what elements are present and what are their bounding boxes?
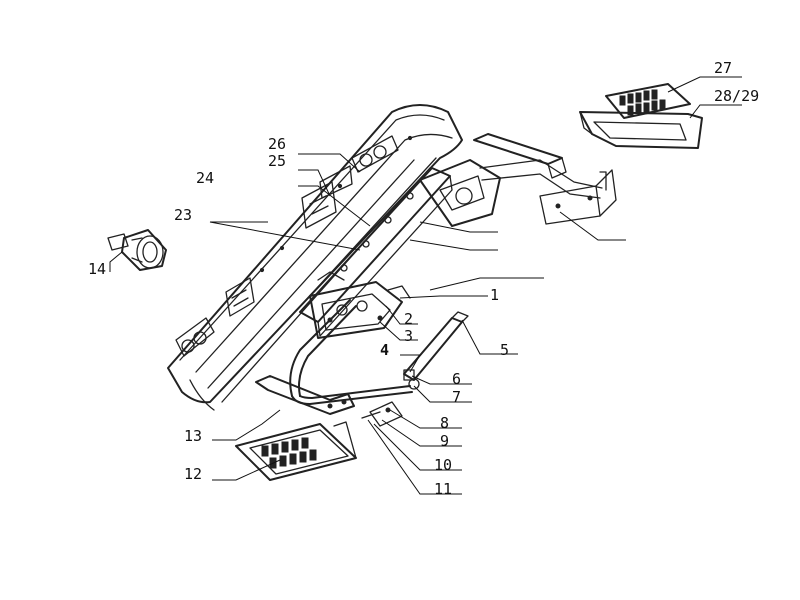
callout-1: 1 xyxy=(490,286,499,304)
callout-6: 6 xyxy=(452,370,461,388)
callout-24: 28/29 xyxy=(714,87,759,105)
callout-4: 4 xyxy=(380,341,389,359)
callout-12: 12 xyxy=(184,465,202,483)
callout-13: 13 xyxy=(184,427,202,445)
callout-23: 27 xyxy=(714,59,732,77)
step-plate-upper xyxy=(605,83,691,119)
callout-2: 2 xyxy=(404,310,413,328)
callout-15-16-17: 23 xyxy=(174,206,192,224)
step-plate-lower xyxy=(235,421,357,481)
tow-bar xyxy=(255,271,469,427)
fog-lamp xyxy=(107,229,167,271)
callout-11: 11 xyxy=(434,480,452,498)
bumper-shell xyxy=(167,104,463,411)
callout-3: 3 xyxy=(404,327,413,345)
callout-22: 26 xyxy=(268,135,286,153)
crossmember-frame xyxy=(299,133,617,337)
callout-14: 14 xyxy=(88,260,106,278)
callout-18-19-20: 24 xyxy=(196,169,214,187)
callout-9: 9 xyxy=(440,432,449,450)
leader-lines xyxy=(109,76,742,495)
callout-7: 7 xyxy=(452,388,461,406)
callout-21: 25 xyxy=(268,152,286,170)
callout-labels: 27 28/29 26 25 24 23 14 1 2 3 4 5 6 7 8 … xyxy=(88,59,759,498)
callout-5: 5 xyxy=(500,341,509,359)
callout-8: 8 xyxy=(440,414,449,432)
step-frame xyxy=(579,111,703,149)
callout-10: 10 xyxy=(434,456,452,474)
